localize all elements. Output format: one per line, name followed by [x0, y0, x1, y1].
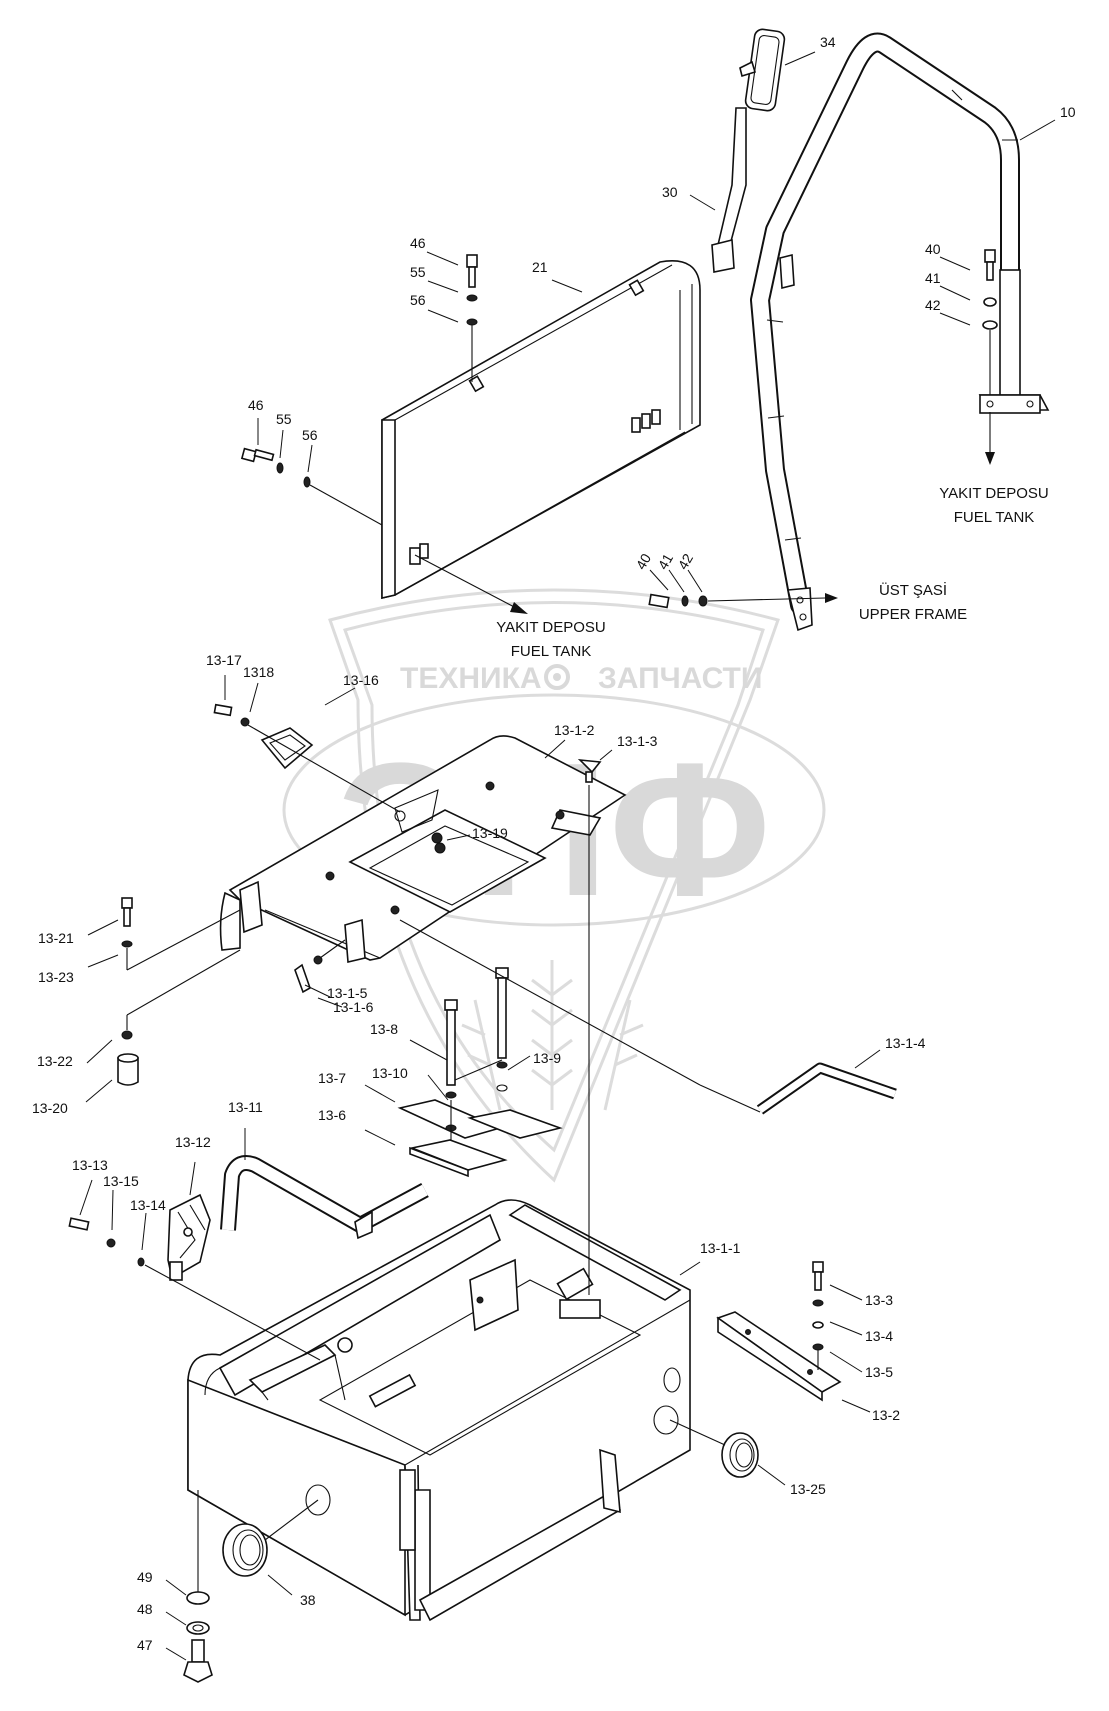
- rubber-pads: [397, 1099, 563, 1178]
- label-38: 38: [300, 1592, 316, 1608]
- tank-lid: [219, 735, 627, 963]
- label-56-left: 56: [302, 427, 318, 443]
- gear-icon: [544, 664, 570, 690]
- side-bracket: [716, 1311, 842, 1402]
- label-41-right: 41: [925, 270, 941, 286]
- label-13-16: 13-16: [343, 672, 379, 688]
- label-13-6: 13-6: [318, 1107, 346, 1123]
- label-13-4: 13-4: [865, 1328, 893, 1344]
- label-13-1-6: 13-1-6: [333, 999, 374, 1015]
- label-56-top: 56: [410, 292, 426, 308]
- guard-panel: [381, 260, 701, 600]
- label-13-14: 13-14: [130, 1197, 166, 1213]
- label-13-2: 13-2: [872, 1407, 900, 1423]
- watermark-wheat: [461, 960, 644, 1111]
- filler-cap-left: [222, 1523, 268, 1577]
- mirror: [739, 28, 786, 112]
- label-13-1-5: 13-1-5: [327, 985, 368, 1001]
- label-46-left: 46: [248, 397, 264, 413]
- label-42-right: 42: [925, 297, 941, 313]
- label-13-21: 13-21: [38, 930, 74, 946]
- arrow-to-fuel-tank-1: [985, 412, 995, 465]
- label-13-23: 13-23: [38, 969, 74, 985]
- cover-plate: [260, 727, 314, 770]
- label-55-top: 55: [410, 264, 426, 280]
- fuel-tank-body: [187, 1199, 691, 1622]
- note-fuel-tank-mid-en: FUEL TANK: [511, 643, 592, 660]
- label-13-11: 13-11: [228, 1099, 263, 1115]
- label-13-19: 13-19: [472, 825, 508, 841]
- label-13-10: 13-10: [372, 1065, 408, 1081]
- leader-lines: [79, 51, 1056, 1661]
- label-40-mid: 40: [632, 551, 654, 573]
- label-13-17: 13-17: [206, 652, 242, 668]
- mirror-bracket: [711, 107, 747, 273]
- label-34: 34: [820, 34, 836, 50]
- watermark-text-left: ТЕХНИКА: [400, 662, 542, 695]
- label-40-right: 40: [925, 241, 941, 257]
- handle-bar: [220, 1155, 429, 1240]
- note-fuel-tank-tr-tr: YAKIT DEPOSU: [939, 485, 1048, 502]
- note-upper-frame-en: UPPER FRAME: [859, 606, 967, 623]
- watermark-text-right: ЗАПЧАСТИ: [598, 662, 762, 695]
- note-fuel-tank-tr-en: FUEL TANK: [954, 509, 1035, 526]
- label-13-1-4: 13-1-4: [885, 1035, 926, 1051]
- note-fuel-tank-mid-tr: YAKIT DEPOSU: [496, 619, 605, 636]
- label-13-25: 13-25: [790, 1481, 826, 1497]
- label-13-9: 13-9: [533, 1050, 561, 1066]
- label-47: 47: [137, 1637, 153, 1653]
- filler-cap-right: [721, 1432, 759, 1478]
- label-13-3: 13-3: [865, 1292, 893, 1308]
- label-13-1-2: 13-1-2: [554, 722, 595, 738]
- label-42-mid: 42: [674, 551, 696, 573]
- label-10: 10: [1060, 104, 1076, 120]
- label-30: 30: [662, 184, 678, 200]
- label-55-left: 55: [276, 411, 292, 427]
- label-13-7: 13-7: [318, 1070, 346, 1086]
- label-48: 48: [137, 1601, 153, 1617]
- label-41-mid: 41: [654, 551, 676, 573]
- label-13-1-3: 13-1-3: [617, 733, 658, 749]
- label-46-top: 46: [410, 235, 426, 251]
- label-21: 21: [532, 259, 548, 275]
- label-13-15: 13-15: [103, 1173, 139, 1189]
- label-1318: 1318: [243, 664, 274, 680]
- label-13-8: 13-8: [370, 1021, 398, 1037]
- label-13-20: 13-20: [32, 1100, 68, 1116]
- note-upper-frame-tr: ÜST ŞASİ: [879, 581, 947, 599]
- label-13-1-1: 13-1-1: [700, 1240, 741, 1256]
- label-13-5: 13-5: [865, 1364, 893, 1380]
- label-13-12: 13-12: [175, 1134, 211, 1150]
- fasteners: [68, 249, 998, 1683]
- label-13-13: 13-13: [72, 1157, 108, 1173]
- handrail: [750, 32, 1050, 632]
- label-13-22: 13-22: [37, 1053, 73, 1069]
- label-49: 49: [137, 1569, 153, 1585]
- latch: [167, 1193, 211, 1281]
- part-labels: 34 10 30 21 46 55 56 40 41 42 46 55 56 4…: [32, 34, 1076, 1653]
- support-rod: [756, 1062, 897, 1115]
